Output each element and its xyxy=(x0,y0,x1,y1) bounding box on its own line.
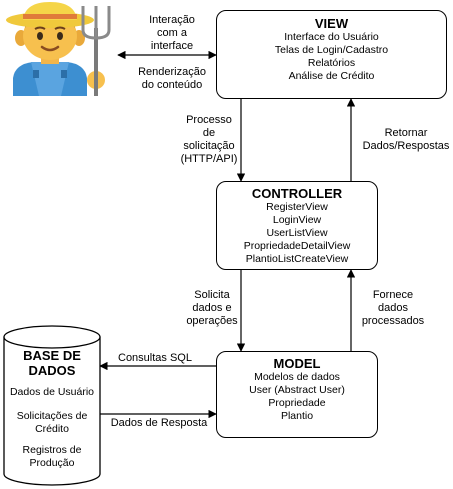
label-request-ops: Solicita dados e operações xyxy=(186,289,238,328)
label-line: do conteúdo xyxy=(141,79,203,91)
database-item: Solicitações de xyxy=(16,410,88,422)
label-line: (HTTP/API) xyxy=(180,153,238,165)
label-line: Solicita xyxy=(194,289,230,301)
label-line: Processo xyxy=(186,114,232,126)
label-line: dados e xyxy=(192,302,232,314)
farmer-with-pitchfork-icon xyxy=(6,2,111,96)
controller-line: UserListView xyxy=(266,227,328,239)
model-line: Modelos de dados xyxy=(254,371,340,383)
database-item: Crédito xyxy=(35,423,69,435)
database-item: Dados de Usuário xyxy=(9,386,95,398)
label-line: processados xyxy=(361,315,425,327)
controller-line: PlantioListCreateView xyxy=(245,253,349,265)
view-line: Relatórios xyxy=(307,57,356,69)
label-response-data: Dados de Resposta xyxy=(106,417,212,430)
model-title: MODEL xyxy=(273,356,321,371)
label-line: Renderização xyxy=(138,66,206,78)
label-rendering: Renderização do conteúdo xyxy=(130,66,214,92)
label-line: solicitação xyxy=(183,140,235,152)
database-cylinder xyxy=(3,325,101,486)
label-line: operações xyxy=(186,315,238,327)
label-line: Retornar xyxy=(384,127,428,139)
model-box: MODEL Modelos de dados User (Abstract Us… xyxy=(216,351,378,438)
label-line: Dados de Resposta xyxy=(110,417,208,429)
label-line: com a xyxy=(157,27,187,39)
view-line: Interface do Usuário xyxy=(284,31,379,43)
controller-box: CONTROLLER RegisterView LoginView UserLi… xyxy=(216,181,378,270)
label-line: de xyxy=(202,127,216,139)
database-item: Produção xyxy=(29,457,75,469)
model-line: Plantio xyxy=(280,410,314,422)
view-line: Análise de Crédito xyxy=(288,70,375,82)
controller-line: LoginView xyxy=(272,214,322,226)
model-line: Propriedade xyxy=(268,397,326,409)
label-line: interface xyxy=(150,40,194,52)
label-return-data: Retornar Dados/Respostas xyxy=(361,127,451,153)
label-sql-queries: Consultas SQL xyxy=(112,352,198,365)
controller-line: RegisterView xyxy=(266,201,328,213)
label-line: Interação xyxy=(149,14,195,26)
view-line: Telas de Login/Cadastro xyxy=(274,44,389,56)
controller-title: CONTROLLER xyxy=(251,186,343,201)
label-line: Consultas SQL xyxy=(118,352,192,364)
label-interaction: Interação com a interface xyxy=(140,14,204,53)
label-process-request: Processo de solicitação (HTTP/API) xyxy=(176,114,242,166)
controller-line: PropriedadeDetailView xyxy=(243,240,351,252)
label-line: Fornece xyxy=(372,289,414,301)
model-line: User (Abstract User) xyxy=(249,384,345,396)
database-item: Registros de xyxy=(22,444,82,456)
label-line: dados xyxy=(378,302,408,314)
view-box: VIEW Interface do Usuário Telas de Login… xyxy=(216,10,447,99)
label-provide-data: Fornece dados processados xyxy=(360,289,426,328)
database-content: BASE DE DADOS Dados de Usuário Solicitaç… xyxy=(4,348,100,470)
database-title: DADOS xyxy=(28,363,76,378)
database-title: BASE DE xyxy=(23,348,81,363)
view-title: VIEW xyxy=(314,16,349,31)
label-line: Dados/Respostas xyxy=(362,140,450,152)
